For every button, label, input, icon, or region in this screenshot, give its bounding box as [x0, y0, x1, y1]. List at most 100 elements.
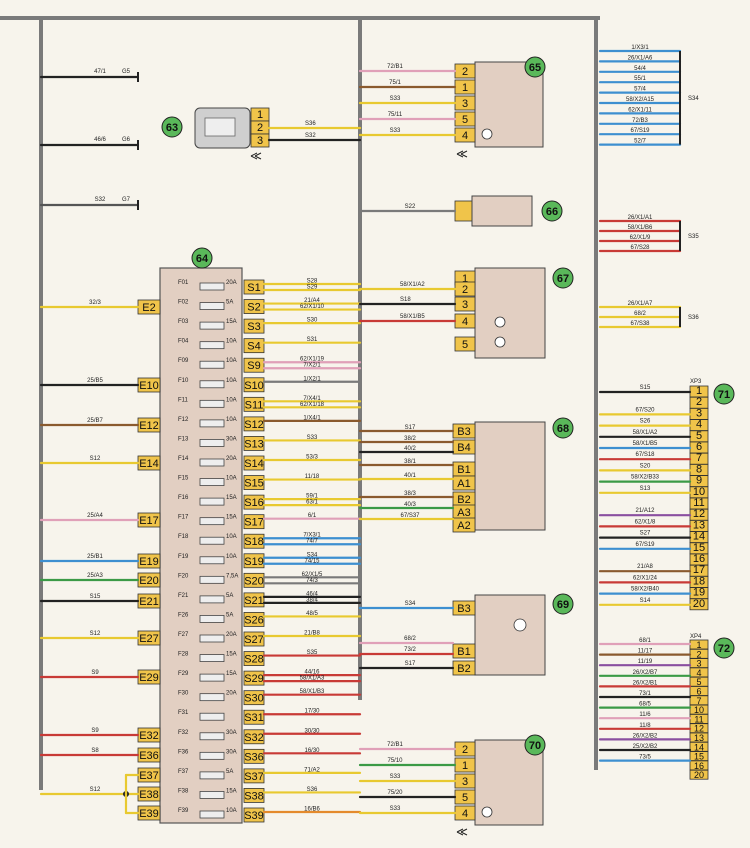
fuse-right-pin [243, 788, 265, 803]
fuse-right-pin [243, 396, 265, 412]
fuse-element [199, 693, 225, 702]
fuse-right-pin [243, 533, 265, 549]
fuse-left-wire-label: S12 [90, 631, 101, 637]
xp4-pin-label: 4 [696, 668, 701, 678]
fuse-right-wire-label: 48/5 [306, 611, 318, 617]
c69-wire-label: 73/2 [404, 647, 416, 653]
fuse-right-pin [243, 729, 265, 745]
s34-wire-label: 26/X1/A6 [628, 55, 653, 61]
fuse-right-pin [243, 279, 265, 295]
fuse-id: F39 [178, 808, 189, 814]
fuse-element [199, 341, 225, 350]
badge-65-wire-label: S33 [390, 128, 401, 134]
fuse-right-wire-label: S36 [307, 787, 318, 793]
xp3-pin-label: 5 [696, 430, 702, 442]
badge-72-label: 72 [718, 643, 730, 655]
c68-pin-label: A3 [457, 507, 470, 519]
fuse-element [199, 536, 225, 545]
fuse-right-wire-label: 46/4 [306, 591, 318, 597]
xp4-pin-label: 13 [694, 733, 704, 743]
fuse-element [199, 282, 225, 291]
fuse-left-wire-label: 25/B5 [87, 378, 103, 384]
badge-70-pin-label: 5 [462, 792, 468, 804]
c67-pin-label: 1 [462, 273, 468, 285]
badge-70-wire-label: S33 [390, 806, 401, 812]
fuse-left-pin-label: E29 [139, 672, 159, 684]
xp3-wire-label: 58/X1/B5 [633, 441, 658, 447]
fuse-right-wire-label: S35 [307, 650, 318, 656]
fuse-right-wire-label: 16/30 [304, 748, 320, 754]
fuse-right-pin [243, 475, 265, 490]
badge-67-label: 67 [557, 273, 569, 285]
fuse-right-wire-label: S29 [307, 285, 318, 291]
fuse-rating: 30A [226, 749, 237, 755]
fuse-element [199, 302, 225, 310]
fuse-element [199, 732, 225, 741]
fuse-right-wire-label: 7/X3/1 [303, 533, 321, 539]
xp3-pin-label: 10 [693, 486, 705, 498]
fuse-id: F30 [178, 691, 189, 697]
xp3-wire-label: 62/X1/24 [633, 575, 658, 581]
c68-wire-label: 38/2 [404, 436, 416, 442]
xp4-wire-label: 73/1 [639, 691, 651, 697]
fuse-right-pin-label: S36 [244, 751, 264, 763]
s34-id: S34 [688, 96, 699, 102]
fuse-element [199, 791, 225, 799]
xp3-pin-label: 19 [693, 587, 705, 599]
fuse-element [199, 615, 225, 623]
s34-wire-label: 72/B3 [632, 118, 648, 124]
fuse-id: F19 [178, 554, 189, 560]
xp4-pin [689, 769, 709, 780]
fuse-right-wire-label: 6/1 [308, 513, 317, 519]
c67-body [474, 267, 546, 359]
xp4-pin-label: 15 [694, 752, 704, 762]
xp3-wire-label: 62/X1/8 [635, 519, 656, 525]
fuse-right-wire-label: 59/1 [306, 494, 318, 500]
badge-65-connector-mark [456, 150, 468, 158]
xp3-wire-label: 21/A8 [637, 564, 653, 570]
c67-pin [454, 336, 476, 352]
c68-pin [452, 439, 476, 455]
c68-wire-label: 40/3 [404, 502, 416, 508]
badge-70-pin-label: 4 [462, 808, 468, 820]
fuse-right-pin [243, 670, 265, 686]
fuse-rating: 10A [226, 378, 237, 384]
xp3-wire-label: 67/S19 [635, 542, 655, 548]
fuse-left-wire-label: S15 [90, 594, 101, 600]
fuse-right-wire-label: 62/X1/18 [300, 402, 325, 408]
fuse-element [199, 810, 225, 819]
badge-65-wire-label: 72/B1 [387, 64, 403, 70]
badge-63 [161, 116, 183, 138]
fuse-rating: 10A [226, 534, 237, 540]
fuse-rating: 10A [226, 358, 237, 364]
ground-id-label: G7 [122, 197, 131, 203]
fuse-right-pin-label: S4 [247, 341, 260, 353]
s36-wire-label: 68/2 [634, 311, 646, 317]
xp4-pin-label: 5 [696, 677, 701, 687]
xp3-pin-label: 14 [693, 531, 705, 543]
xp4-wire-label: 25/X2/B2 [633, 744, 658, 750]
ground-wire-label: S32 [95, 197, 106, 203]
badge-70-wire-label: S33 [390, 774, 401, 780]
xp3-pin-label: 15 [693, 542, 705, 554]
xp4-pin-label: 6 [696, 687, 701, 697]
fuse-right-wire-label: 30/30 [304, 728, 320, 734]
c63-connector-mark [250, 152, 262, 160]
fuse-right-wire-label: 58/X1/A3 [300, 676, 325, 682]
s35-wire-label: 26/X1/A1 [628, 215, 653, 221]
fuse-left-wire-label: 25/A3 [87, 573, 103, 579]
fuse-right-wire-label: S31 [307, 337, 318, 343]
xp3-pin-label: 17 [693, 564, 705, 576]
badge-65-lamp-icon [481, 128, 493, 140]
c69-pin-label: B2 [457, 663, 470, 675]
badge-65-wire-label: S33 [390, 96, 401, 102]
fuse-right-pin-label: S2 [247, 302, 260, 314]
fuse-left-pin-label: E36 [139, 750, 159, 762]
xp3-wire-label: 58/X2/B40 [631, 587, 660, 593]
fuse-right-wire-label: S30 [307, 318, 318, 324]
badge-64-label: 64 [196, 253, 209, 265]
xp3-wire-label: S27 [640, 531, 651, 537]
fuse-right-pin [243, 651, 265, 666]
c69-pin-label: B1 [457, 646, 470, 658]
badge-70-wire-label: 75/10 [387, 758, 403, 764]
